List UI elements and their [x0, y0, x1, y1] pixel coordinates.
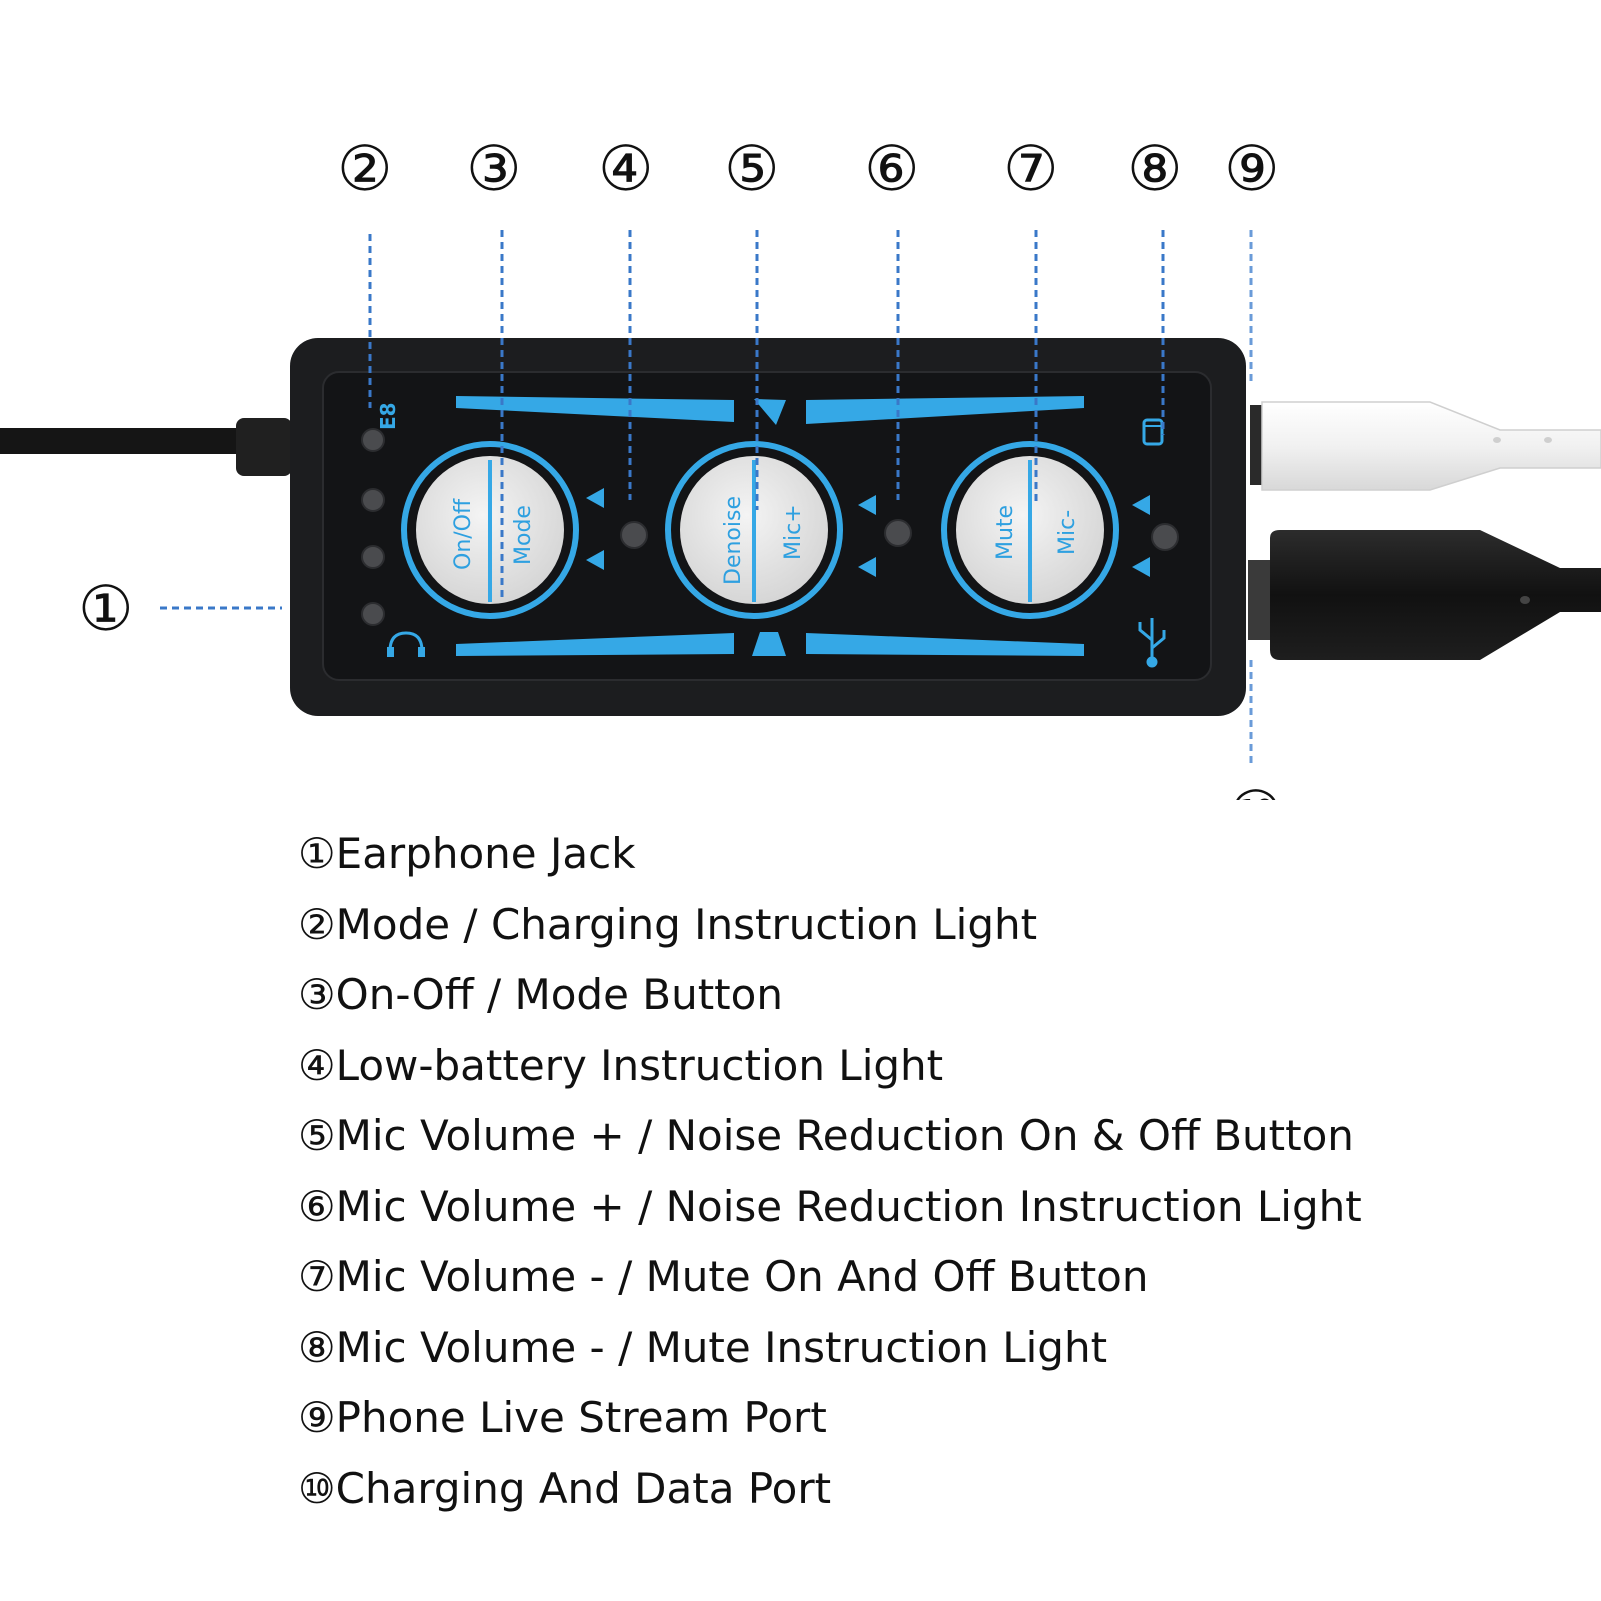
button-label-mute: Mute [993, 505, 1018, 560]
button-label-mic-plus: Mic+ [781, 504, 806, 560]
phone-icon [1142, 418, 1164, 446]
button-label-on-off: On/Off [451, 498, 476, 570]
mute-led [1151, 523, 1179, 551]
legend-item: ⑨Phone Live Stream Port [298, 1393, 827, 1442]
callout-3: ③ [466, 132, 522, 205]
model-label: E8 [376, 402, 400, 430]
mode-charging-leds [361, 428, 385, 626]
legend-item: ②Mode / Charging Instruction Light [298, 899, 1038, 949]
legend-list: ①Earphone Jack ②Mode / Charging Instruct… [298, 830, 1362, 1535]
device-diagram: E8 On/Off Mode Denoise Mi [0, 132, 1601, 800]
callout-5: ⑤ [724, 132, 780, 205]
legend-item: ⑦Mic Volume - / Mute On And Off Button [298, 1252, 1149, 1301]
legend-item: ⑧Mic Volume - / Mute Instruction Light [298, 1322, 1108, 1372]
legend-item: ⑤Mic Volume + / Noise Reduction On & Off… [298, 1111, 1354, 1160]
legend-item: ⑥Mic Volume + / Noise Reduction Instruct… [298, 1181, 1362, 1231]
button-label-mic-minus: Mic- [1055, 510, 1080, 555]
earphone-cable [0, 418, 292, 476]
usb-cable [1248, 530, 1601, 660]
denoise-mic-plus-button[interactable]: Denoise Mic+ [665, 441, 843, 619]
on-off-mode-button[interactable]: On/Off Mode [401, 441, 579, 619]
button-label-mode: Mode [511, 505, 536, 565]
callout-7: ⑦ [1003, 132, 1059, 205]
arrow-up-icon [586, 488, 604, 570]
mute-mic-minus-button[interactable]: Mute Mic- [941, 441, 1119, 619]
callout-9: ⑨ [1224, 132, 1280, 205]
arrow-up-icon [1132, 495, 1150, 577]
callout-4: ④ [598, 132, 654, 205]
headphones-icon [387, 631, 425, 657]
legend-item: ①Earphone Jack [298, 829, 636, 878]
callout-6: ⑥ [864, 132, 920, 205]
callout-2: ② [337, 132, 393, 205]
legend-item: ⑩Charging And Data Port [298, 1463, 832, 1513]
usb-icon [1138, 618, 1166, 668]
callout-1: ① [78, 572, 134, 645]
noise-reduction-led [884, 519, 912, 547]
callout-8: ⑧ [1127, 132, 1183, 205]
blue-trim [456, 396, 1084, 656]
leader-lines [160, 230, 1253, 765]
callout-10: ⑩ [1228, 777, 1284, 800]
button-label-denoise: Denoise [721, 496, 746, 585]
legend-item: ④Low-battery Instruction Light [298, 1040, 944, 1090]
arrow-up-icon [858, 495, 876, 577]
phone-cable [1250, 401, 1601, 491]
low-battery-led [620, 521, 648, 549]
legend-item: ③On-Off / Mode Button [298, 970, 783, 1019]
